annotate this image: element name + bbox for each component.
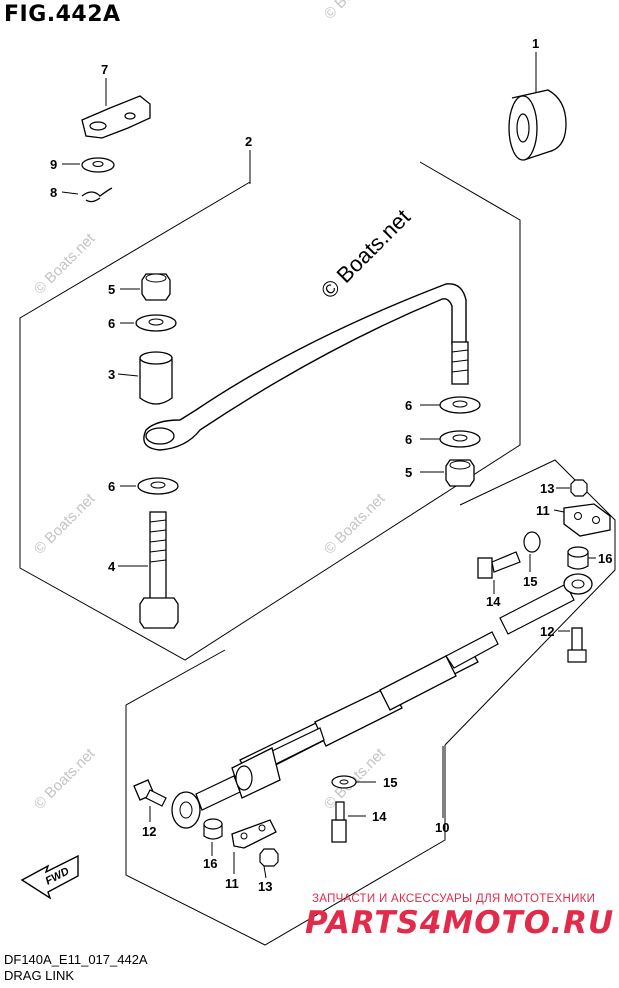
bolt-14-upper	[477, 551, 521, 579]
callout-6: 6	[108, 316, 115, 331]
washer-part	[81, 157, 115, 173]
callout-11: 11	[536, 503, 550, 518]
cotter-pin-part	[81, 187, 113, 203]
forward-arrow: FWD	[20, 854, 79, 900]
kit-10-outline	[125, 649, 446, 946]
watermark: © Boats.net	[31, 745, 99, 813]
stud-bolt-part	[139, 511, 179, 629]
nut-right	[445, 459, 475, 487]
callout-2: 2	[245, 134, 252, 149]
callout-14: 14	[486, 594, 501, 609]
bushing-16-upper	[567, 546, 589, 570]
figure-caption: DRAG LINK	[4, 968, 75, 983]
callout-6: 6	[108, 479, 115, 494]
figure-title: FIG.442A	[4, 2, 121, 27]
bolt-14-lower	[331, 801, 347, 843]
callout-5: 5	[405, 465, 412, 480]
washer-right-upper	[439, 396, 481, 414]
callout-10: 10	[435, 820, 449, 835]
callout-13: 13	[540, 481, 554, 496]
callout-15: 15	[383, 775, 397, 790]
washer-15-upper	[523, 531, 541, 553]
callout-9: 9	[50, 157, 57, 172]
nut-upper-left	[141, 273, 171, 301]
washer-upper-left	[135, 314, 177, 332]
drag-link-rod	[143, 283, 469, 451]
callout-8: 8	[50, 185, 57, 200]
watermark: © Boats.net	[321, 490, 389, 558]
callout-12: 12	[142, 824, 156, 839]
callout-16: 16	[203, 856, 217, 871]
watermark: © Boats.net	[31, 490, 99, 558]
callout-5: 5	[108, 282, 115, 297]
callout-6: 6	[405, 432, 412, 447]
callout-3: 3	[108, 367, 115, 382]
bushing-16-lower	[203, 818, 223, 840]
callout-13: 13	[258, 879, 272, 894]
callout-7: 7	[101, 62, 108, 77]
drawing-code: DF140A_E11_017_442A	[4, 952, 148, 967]
main-watermark: © Boats.net	[316, 204, 415, 303]
watermark: © Boats.net	[31, 230, 99, 298]
leader-lines	[61, 52, 596, 879]
callout-6: 6	[405, 398, 412, 413]
nut-13-lower	[259, 848, 279, 867]
nut-13-upper	[570, 479, 588, 497]
callout-12: 12	[540, 624, 554, 639]
watermark: © Boats.net	[321, 0, 389, 23]
kit-10-outline-right	[444, 459, 616, 746]
cylinder-assembly	[171, 631, 499, 829]
callout-1: 1	[532, 36, 539, 51]
washer-lower-left	[137, 477, 179, 495]
bolt-12-right	[567, 627, 587, 663]
bolt-12-left	[133, 779, 167, 807]
grommet-part	[508, 89, 567, 161]
shop-logo: PARTS4MOTO.RU	[305, 905, 615, 941]
bracket-part	[81, 95, 151, 139]
bracket-11-upper	[563, 503, 611, 537]
collar-part	[139, 351, 173, 405]
callout-15: 15	[523, 574, 537, 589]
callout-4: 4	[108, 559, 116, 574]
washer-15-lower	[331, 775, 357, 789]
callout-16: 16	[598, 551, 612, 566]
callouts: 1 7 9 8 2 5 6 3 6 4 6 6 5 13 11 16 15 14…	[50, 36, 612, 894]
callout-11: 11	[225, 876, 239, 891]
washer-right-lower	[439, 430, 481, 448]
kit-2-outline	[19, 161, 521, 661]
rod-end-right	[499, 573, 593, 635]
callout-14: 14	[372, 809, 387, 824]
bracket-11-lower	[231, 819, 277, 849]
shop-tagline: ЗАПЧАСТИ И АКСЕССУАРЫ ДЛЯ МОТОТЕХНИКИ	[312, 893, 596, 905]
